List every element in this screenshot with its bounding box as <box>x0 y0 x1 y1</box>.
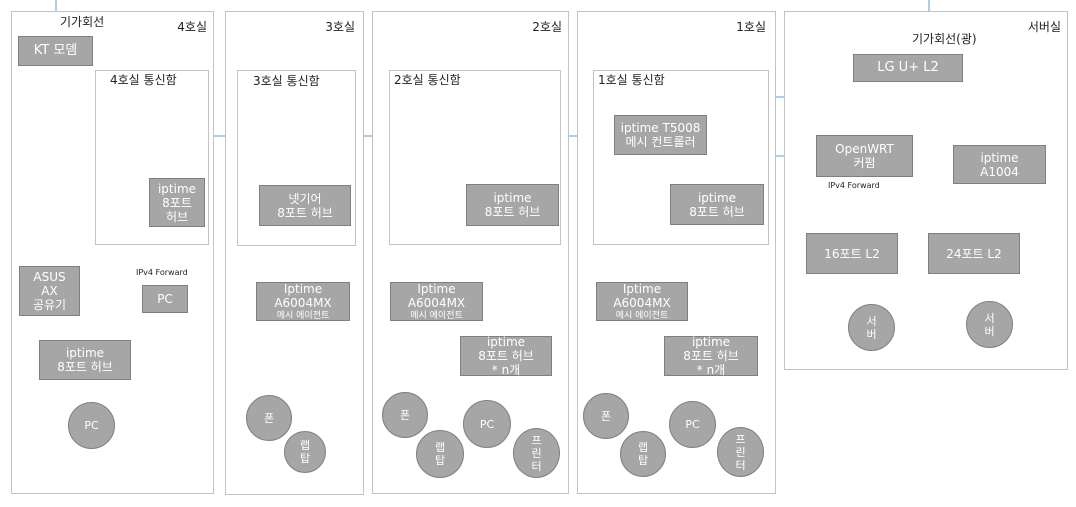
room4-pc-box: PC <box>142 285 188 313</box>
room1-mesh-agent: Iptime A6004MX 메시 에이전트 <box>596 282 688 321</box>
node-line: 8포트 허브 <box>689 204 745 219</box>
room4-hub: iptime 8포트 허브 <box>39 340 131 380</box>
endpoint-label: 폰 <box>600 409 612 423</box>
node-line: AX <box>41 284 58 298</box>
room1-pc: PC <box>669 401 716 448</box>
node-line: 8포트 허브 <box>484 205 541 219</box>
node-line: iptime <box>493 191 532 205</box>
node-line: A6004MX <box>613 295 671 310</box>
endpoint-label: 프 린 터 <box>531 433 542 473</box>
l2-24-port: 24포트 L2 <box>928 233 1020 274</box>
node-line: 메시 컨트롤러 <box>625 135 696 149</box>
endpoint-label: 랩 탑 <box>637 441 649 467</box>
node-line: PC <box>157 292 173 306</box>
a1004-router: iptime A1004 <box>953 145 1046 184</box>
node-sub: 메시 에이전트 <box>615 310 669 321</box>
node-line: 8포트 허브 <box>277 205 333 220</box>
room4-cabinet-hub: iptime 8포트 허브 <box>149 178 205 227</box>
t5008-mesh-controller: iptime T5008 메시 컨트롤러 <box>614 115 707 155</box>
asus-router: ASUS AX 공유기 <box>19 266 80 316</box>
endpoint-label: 서 버 <box>866 314 877 341</box>
node-line: iptime <box>157 181 197 196</box>
room2-printer: 프 린 터 <box>513 428 560 478</box>
node-line: 8포트 <box>162 195 192 210</box>
room1-phone: 폰 <box>583 393 629 439</box>
endpoint-label: 랩 탑 <box>299 439 311 465</box>
lgu-l2-switch: LG U+ L2 <box>853 54 963 82</box>
l2-16-port: 16포트 L2 <box>806 233 898 274</box>
node-line: 8포트 허브 <box>478 349 534 363</box>
wan-label-left: 기가회선 <box>60 15 105 29</box>
room2-hub: iptime 8포트 허브 * n개 <box>460 335 552 377</box>
room1-hub: iptime 8포트 허브 * n개 <box>664 335 758 377</box>
node-line: 8포트 허브 <box>57 360 113 374</box>
node-sub: 메시 에이전트 <box>410 310 463 321</box>
cabinet-1-title: 1호실 통신함 <box>598 73 665 87</box>
node-line: * n개 <box>491 363 521 377</box>
node-line: iptime <box>486 335 526 349</box>
node-line: Iptime <box>283 281 323 296</box>
room2-pc: PC <box>463 400 511 448</box>
node-line: iptime <box>65 346 105 360</box>
node-line: iptime <box>691 335 731 349</box>
cabinet-3-title: 3호실 통신함 <box>253 74 320 88</box>
node-line: LG U+ L2 <box>877 60 939 75</box>
node-line: 24포트 L2 <box>946 246 1002 261</box>
node-line: iptime <box>697 190 737 205</box>
endpoint-label: 랩 탑 <box>434 441 446 467</box>
server-2: 서 버 <box>966 301 1013 348</box>
node-line: OpenWRT <box>835 142 894 156</box>
node-sub: 메시 에이전트 <box>276 310 330 321</box>
room2-phone: 폰 <box>382 392 428 438</box>
room3-phone: 폰 <box>246 395 292 441</box>
room-server-title: 서버실 <box>1027 20 1061 34</box>
endpoint-label: 폰 <box>399 408 411 422</box>
endpoint-label: PC <box>479 417 495 431</box>
endpoint-label: PC <box>685 418 700 431</box>
node-line: ASUS <box>33 270 66 284</box>
kt-modem-label: KT 모뎀 <box>33 43 78 58</box>
node-line: * n개 <box>696 363 726 377</box>
endpoint-label: 프 린 터 <box>735 432 746 472</box>
room3-laptop: 랩 탑 <box>284 431 326 473</box>
node-line: iptime T5008 <box>620 121 701 135</box>
endpoint-label: PC <box>84 419 99 432</box>
node-line: A6004MX <box>407 295 466 310</box>
node-line: 허브 <box>165 209 189 224</box>
room-3-title: 3호실 <box>325 20 355 34</box>
room4-pc: PC <box>68 402 115 449</box>
room2-mesh-agent: Iptime A6004MX 메시 에이전트 <box>390 282 483 321</box>
endpoint-label: 폰 <box>263 411 275 425</box>
room-4-title: 4호실 <box>177 20 207 34</box>
ipv4-forward-right: IPv4 Forward <box>828 181 880 190</box>
node-line: 16포트 L2 <box>824 246 880 261</box>
room1-cabinet-hub: iptime 8포트 허브 <box>670 184 764 225</box>
node-line: 넷기어 <box>288 191 322 206</box>
cabinet-4-title: 4호실 통신함 <box>110 73 177 87</box>
room3-mesh-agent: Iptime A6004MX 메시 에이전트 <box>256 282 350 321</box>
room-1-title: 1호실 <box>736 20 766 34</box>
node-line: Iptime <box>417 281 456 296</box>
kt-modem: KT 모뎀 <box>18 36 93 66</box>
node-line: 8포트 허브 <box>683 349 739 363</box>
ipv4-forward-left: IPv4 Forward <box>136 268 188 277</box>
endpoint-label: 서 버 <box>984 311 995 338</box>
room1-printer: 프 린 터 <box>717 427 764 477</box>
node-line: iptime <box>980 150 1019 165</box>
room2-laptop: 랩 탑 <box>416 430 464 478</box>
room1-laptop: 랩 탑 <box>620 431 666 477</box>
room-2-title: 2호실 <box>532 20 562 34</box>
node-line: 공유기 <box>32 298 67 312</box>
node-line: 커펌 <box>853 156 876 170</box>
wan-label-right: 기가회선(광) <box>912 32 977 46</box>
cabinet-2-title: 2호실 통신함 <box>394 73 461 87</box>
node-line: Iptime <box>622 281 662 296</box>
node-line: A1004 <box>980 164 1019 179</box>
server-1: 서 버 <box>848 304 895 351</box>
room3-netgear-hub: 넷기어 8포트 허브 <box>259 185 351 226</box>
openwrt-router: OpenWRT 커펌 <box>816 135 913 177</box>
room2-cabinet-hub: iptime 8포트 허브 <box>466 184 559 226</box>
node-line: A6004MX <box>274 295 332 310</box>
